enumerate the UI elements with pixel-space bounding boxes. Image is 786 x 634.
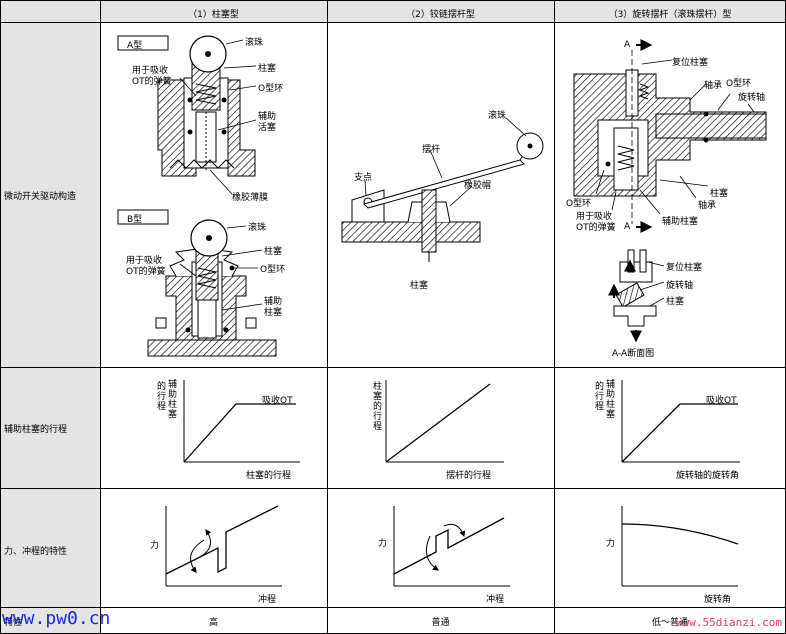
row-label-column (0, 0, 100, 634)
rotary-bearing2-label: 轴承 (698, 201, 717, 211)
type-a-oring-label: O型环 (258, 84, 284, 94)
graph3-ylabel-a: 的 行 程 (595, 382, 605, 412)
row-label-aux-stroke: 辅助柱塞的行程 (4, 425, 68, 435)
rotary-spring-label: 用于吸收 OT的弹簧 (576, 212, 616, 233)
plunger-type-a-drawing (117, 35, 257, 195)
section-title: A-A断面图 (612, 349, 655, 359)
type-b-label: B型 (127, 215, 143, 225)
hinge-fulcrum-label: 支点 (354, 173, 373, 183)
type-b-spring-label: 用于吸收 OT的弹簧 (126, 256, 166, 277)
bottom-col2: 普通 (431, 618, 450, 628)
header-hinge-lever-type: （2）铰链摆杆型 (406, 10, 475, 20)
type-a-aux-piston-label: 辅助 活塞 (258, 112, 277, 133)
watermark-right: www.55dianzi.com (676, 616, 782, 629)
row-label-force-stroke: 力、冲程的特性 (4, 547, 68, 557)
header-row (100, 0, 786, 22)
type-b-roller-label: 滚珠 (248, 223, 267, 233)
type-b-aux-plunger-label: 辅助 柱塞 (264, 297, 283, 318)
type-a-roller-label: 滚珠 (245, 38, 264, 48)
aux-stroke-graph-2 (385, 380, 504, 463)
bottom-col3: 低～普通 (651, 618, 688, 628)
rotary-oring2-label: O型环 (566, 199, 592, 209)
section-plunger-label: 柱塞 (666, 297, 685, 307)
rotary-shaft-label: 旋转轴 (738, 93, 766, 103)
force3-ylabel: 力 (606, 539, 616, 549)
rotary-lever-drawing (573, 39, 767, 343)
force-graph-3 (621, 506, 739, 587)
hinge-lever-drawing (341, 117, 544, 262)
hinge-roller-label: 滚珠 (488, 111, 507, 121)
header-plunger-type: （1）柱塞型 (188, 10, 239, 20)
type-a-label: A型 (127, 41, 143, 51)
rotary-section-a-bottom: A (624, 222, 631, 232)
hinge-lever-label: 摆杆 (422, 145, 441, 155)
bottom-col1: 高 (208, 618, 218, 628)
force2-ylabel: 力 (378, 539, 388, 549)
rotary-plunger-label: 柱塞 (710, 189, 729, 199)
type-a-spring-label: 用于吸收 OT的弹簧 (132, 66, 172, 87)
aux-stroke-graph-1 (183, 380, 300, 463)
rotary-section-a-top: A (624, 40, 631, 50)
graph1-ylabel-b: 辅 助 柱 塞 (168, 380, 178, 420)
force-graph-1 (165, 505, 282, 587)
graph1-xlabel: 柱塞的行程 (246, 471, 292, 481)
force3-xlabel: 旋转角 (704, 595, 732, 605)
force-graph-2 (393, 506, 510, 587)
graph3-ylabel-b: 辅 助 柱 塞 (606, 380, 616, 420)
hinge-rubber-cap-label: 橡胶帽 (464, 181, 492, 191)
graph2-xlabel: 摆杆的行程 (446, 471, 492, 481)
graph1-ylabel-a: 的 行 程 (157, 382, 167, 412)
row-label-drive-structure: 微动开关驱动构造 (4, 192, 77, 202)
section-shaft-label: 旋转轴 (666, 281, 694, 291)
rotary-bearing-label: 轴承 (704, 81, 723, 91)
aux-stroke-graph-3 (621, 380, 740, 463)
watermark-left: www.pw0.cn (2, 608, 111, 629)
rotary-oring-label: O型环 (726, 79, 752, 89)
rotary-reset-plunger-label: 复位柱塞 (672, 58, 709, 68)
type-a-plunger-label: 柱塞 (258, 64, 277, 74)
row-label-characteristics: 特性 (4, 618, 23, 628)
graph1-ot-note: 吸收OT (262, 396, 293, 406)
type-b-oring-label: O型环 (260, 265, 286, 275)
graph3-xlabel: 旋转轴的旋转角 (676, 471, 740, 481)
force1-xlabel: 冲程 (258, 595, 277, 605)
type-b-plunger-label: 柱塞 (264, 247, 283, 257)
section-reset-plunger-label: 复位柱塞 (666, 263, 703, 273)
graph3-ot-note: 吸收OT (706, 396, 737, 406)
plunger-type-b-drawing (117, 209, 277, 357)
rotary-aux-plunger-label: 辅助柱塞 (662, 217, 699, 227)
hinge-plunger-label: 柱塞 (410, 281, 429, 291)
force2-xlabel: 冲程 (486, 595, 505, 605)
header-rotary-lever-type: （3）旋转摆杆（滚珠摆杆）型 (608, 10, 732, 20)
type-a-diaphragm-label: 橡胶薄膜 (232, 193, 269, 203)
graph2-ylabel: 柱 塞 的 行 程 (373, 382, 383, 432)
force1-ylabel: 力 (150, 541, 160, 551)
